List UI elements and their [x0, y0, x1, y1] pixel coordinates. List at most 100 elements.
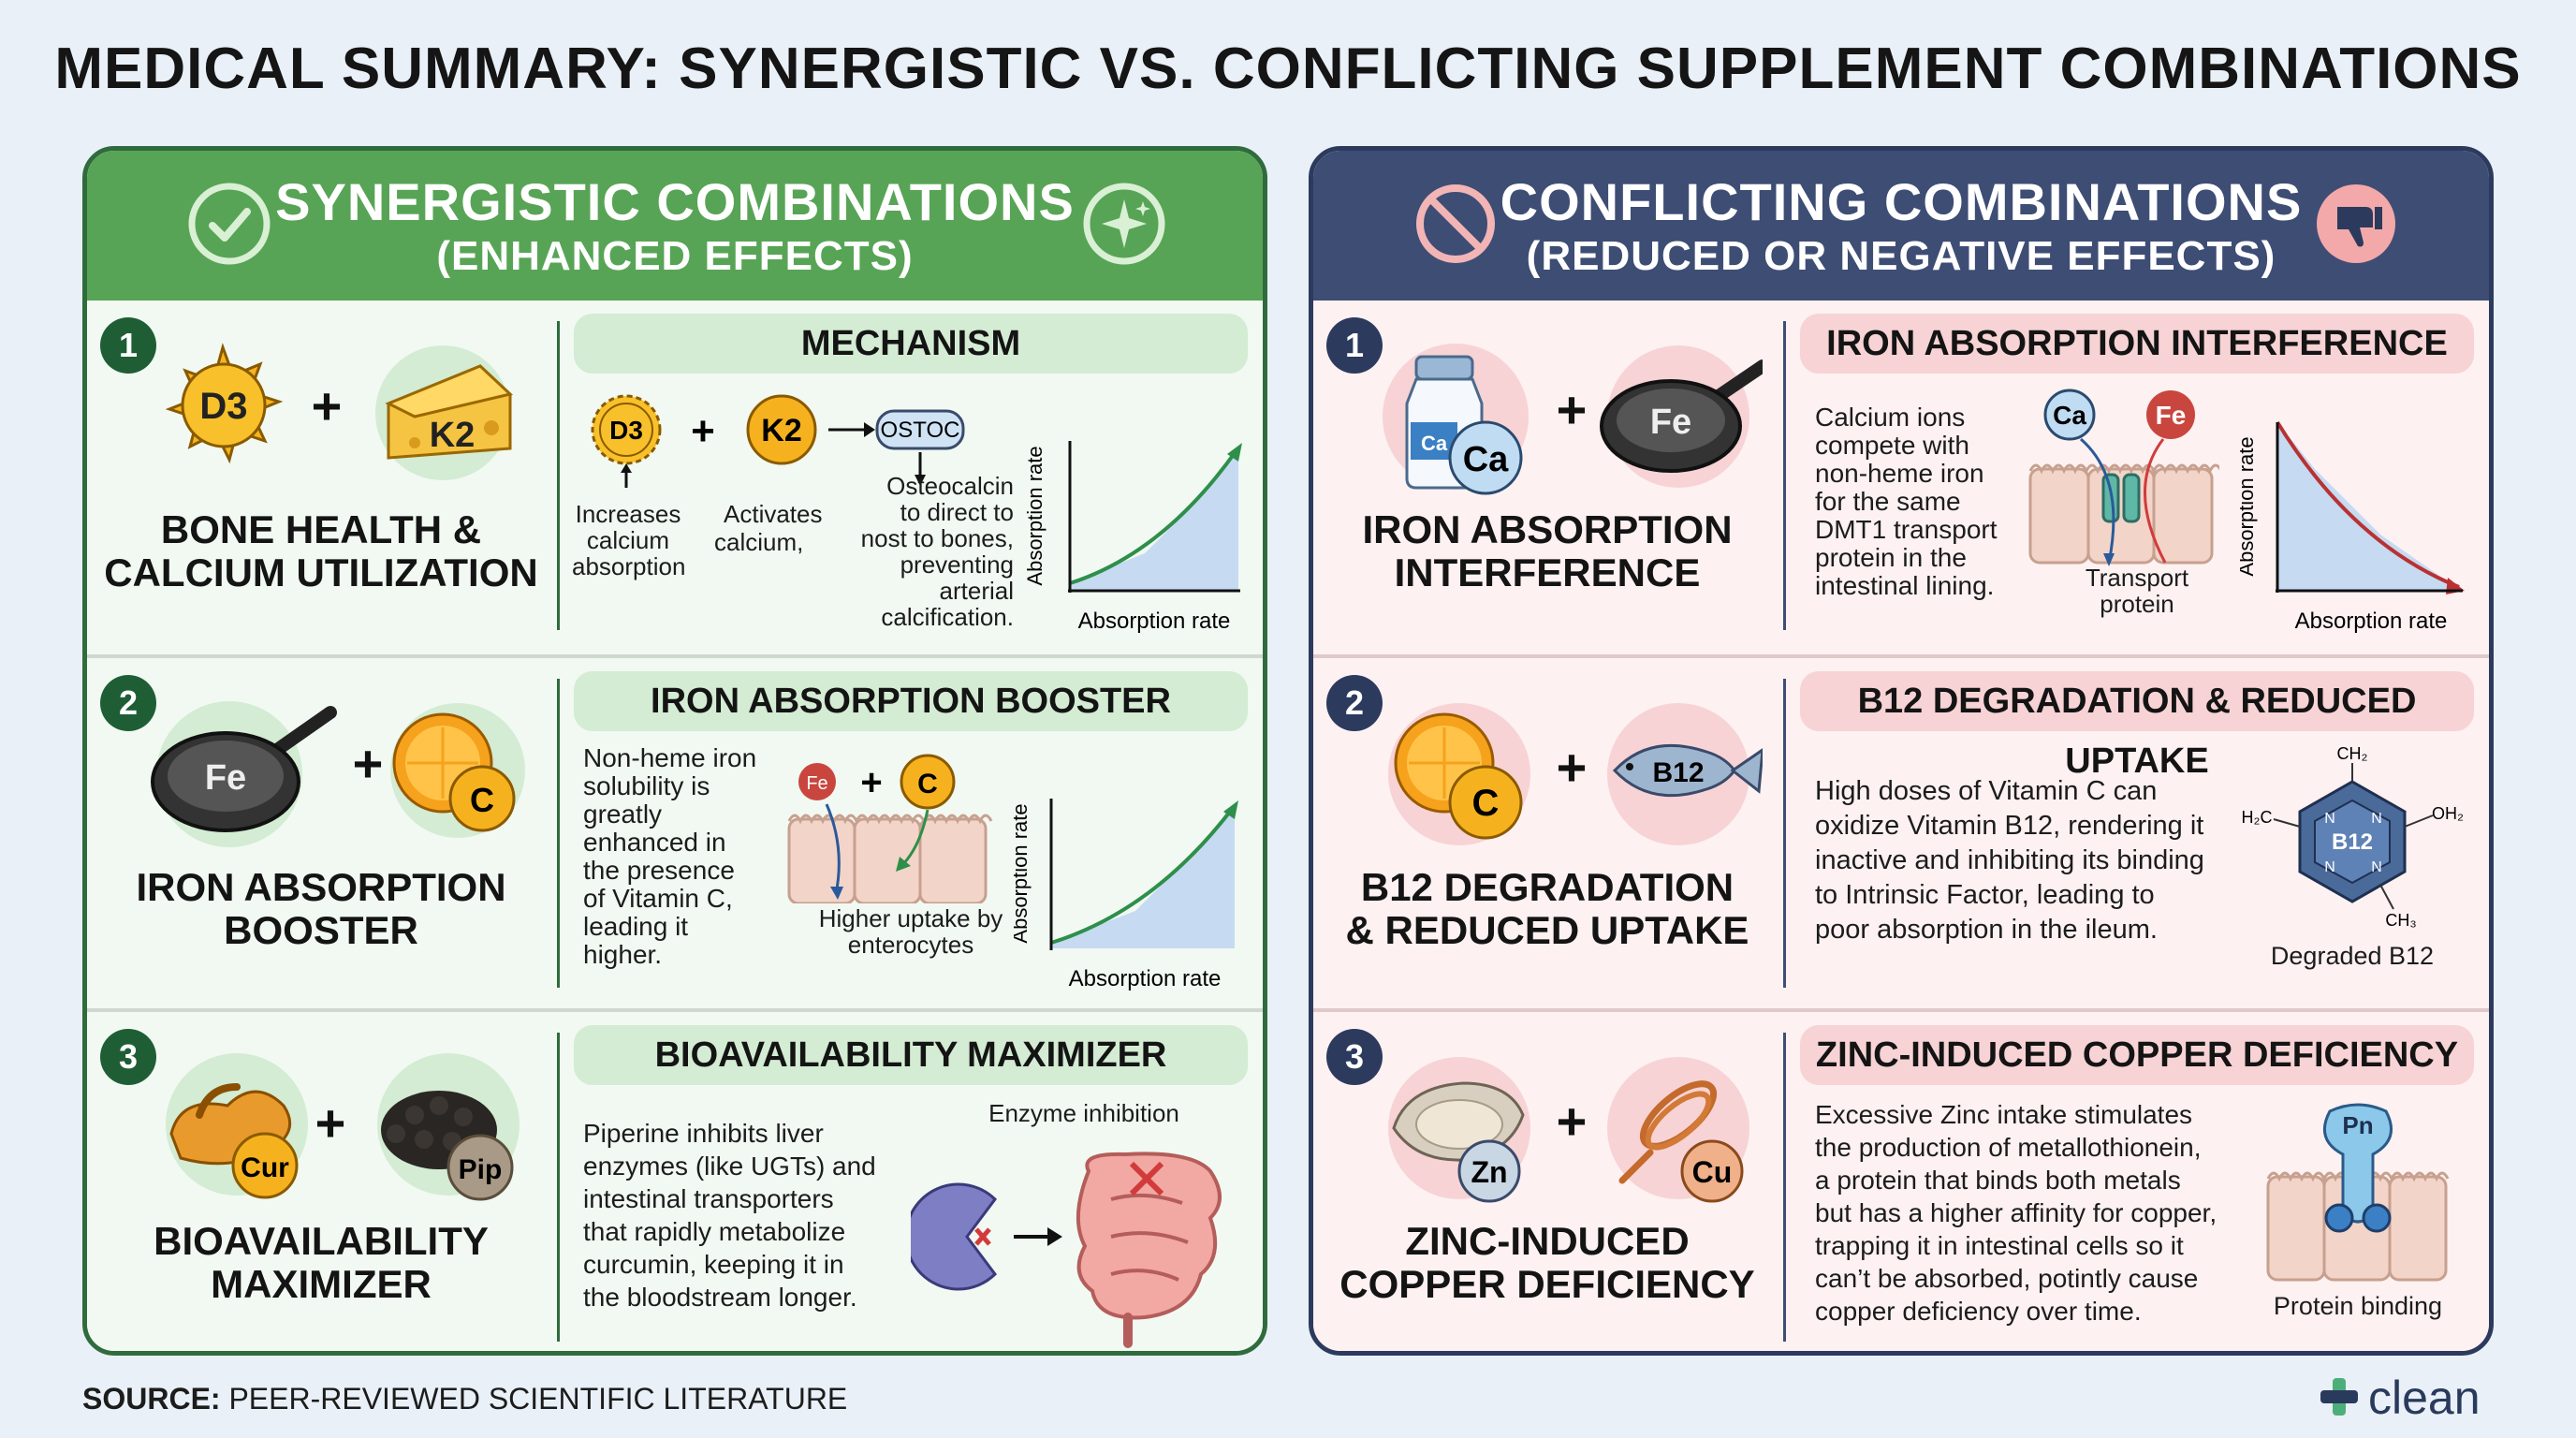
combo-label-line2: CALCIUM UTILIZATION: [104, 550, 538, 594]
clean-logo-icon: [2320, 1378, 2358, 1416]
fe-c-combo-icon: Fe + C: [151, 701, 525, 847]
d3-k2-combo-icon: D3 + K2: [165, 343, 514, 480]
svg-text:Absorption rate: Absorption rate: [1023, 446, 1046, 585]
row-number-badge: 1: [100, 317, 156, 374]
svg-text:Ca: Ca: [1421, 432, 1448, 455]
svg-text:B12: B12: [2332, 829, 2373, 855]
curcumin-piperine-combo-icon: Cur + Pip: [166, 1053, 520, 1201]
svg-text:N: N: [2324, 811, 2335, 827]
svg-text:+: +: [353, 734, 384, 793]
conflict-row-zinc-copper: 3 Zn + Cu ZINC-INDUCED COPPER DEFICIENCY…: [1313, 1008, 2489, 1351]
combo-label-line2: BOOSTER: [224, 908, 418, 952]
conflicting-header: CONFLICTING COMBINATIONS (REDUCED OR NEG…: [1313, 151, 2489, 301]
synergy-row-bioavailability: 3 Cur + Pip BIOAVAILABILITY MAXIMIZER: [87, 1008, 1263, 1351]
svg-text:B12: B12: [1652, 757, 1704, 788]
protein-binding-caption: Protein binding: [2273, 1292, 2443, 1320]
svg-text:Fe: Fe: [806, 773, 827, 794]
synergy-row-iron-booster: 2 Fe + C IRON ABSORPTION BOOSTER: [87, 654, 1263, 1008]
iron-booster-pill: IRON ABSORPTION BOOSTER: [574, 671, 1248, 731]
combo-label-line1: IRON ABSORPTION: [1362, 507, 1733, 551]
sparkle-icon: [1083, 183, 1165, 265]
sun-d3-icon: D3: [165, 343, 284, 464]
zinc-copper-pill: ZINC-INDUCED COPPER DEFICIENCY: [1800, 1025, 2474, 1085]
zn-cu-combo-icon: Zn + Cu: [1388, 1057, 1749, 1203]
svg-text:OH₂: OH₂: [2432, 804, 2464, 823]
transport-protein-diagram: Ca Fe: [2028, 389, 2219, 566]
prohibited-icon: [1416, 184, 1495, 263]
turmeric-root-icon: Cur: [166, 1053, 308, 1199]
svg-text:Fe: Fe: [2156, 401, 2187, 430]
svg-text:Pip: Pip: [459, 1154, 503, 1185]
intestine-icon: [1076, 1152, 1222, 1348]
svg-text:Fe: Fe: [205, 758, 246, 798]
bioavailability-pill: BIOAVAILABILITY MAXIMIZER: [574, 1025, 1248, 1085]
svg-text:D3: D3: [609, 416, 643, 445]
combo-label-line1: BIOAVAILABILITY: [154, 1219, 489, 1263]
svg-text:Cu: Cu: [1692, 1155, 1733, 1189]
svg-text:+: +: [1557, 380, 1588, 439]
black-pepper-icon: Pip: [377, 1053, 520, 1201]
svg-text:OSTOC: OSTOC: [881, 418, 960, 443]
combo-label-line2: & REDUCED UPTAKE: [1345, 908, 1749, 952]
combo-label-line2: INTERFERENCE: [1394, 550, 1701, 594]
row-number-badge: 3: [100, 1029, 156, 1085]
synergistic-subtitle: (ENHANCED EFFECTS): [436, 233, 914, 279]
source-text: PEER-REVIEWED SCIENTIFIC LITERATURE: [220, 1382, 848, 1416]
protein-binding-diagram: Pn: [2266, 1103, 2450, 1282]
svg-text:CH₃: CH₃: [2385, 911, 2416, 930]
svg-text:Cur: Cur: [241, 1152, 289, 1183]
svg-text:Absorption rate: Absorption rate: [1078, 609, 1231, 634]
combo-label-line1: IRON ABSORPTION: [136, 865, 506, 909]
orange-vitamin-c-icon: C: [390, 703, 525, 838]
enzyme-pacman-icon: [911, 1182, 997, 1291]
svg-text:H₂C: H₂C: [2242, 808, 2273, 827]
interference-pill: IRON ABSORPTION INTERFERENCE: [1800, 314, 2474, 374]
frying-pan-fe-icon: Fe: [1600, 345, 1763, 488]
copper-wire-icon: Cu: [1607, 1057, 1749, 1203]
svg-text:Absorption rate: Absorption rate: [2295, 609, 2448, 634]
source-label: SOURCE:: [82, 1382, 221, 1416]
enzyme-inhibition-caption: Enzyme inhibition: [988, 1099, 1179, 1127]
svg-text:+: +: [312, 376, 343, 435]
orange-vitamin-c-icon: C: [1388, 703, 1530, 845]
synergy-row-bone-health: 1 D3 + K2 BONE HEALTH & CALCIUM UTILIZAT…: [87, 301, 1263, 654]
combo-label-line1: B12 DEGRADATION: [1360, 865, 1734, 909]
conflict-row-iron-interference: 1 Ca Ca + Fe IRON ABSORPTION INTERFERENC…: [1313, 301, 2489, 654]
degraded-b12-caption: Degraded B12: [2270, 942, 2435, 970]
synergistic-header: SYNERGISTIC COMBINATIONS (ENHANCED EFFEC…: [87, 151, 1263, 301]
b12-molecule-diagram: B12 CH₂ H₂C OH₂ CH₃ N N N N: [2242, 744, 2465, 930]
svg-text:C: C: [917, 769, 938, 800]
c-b12-combo-icon: C + B12: [1388, 703, 1763, 845]
row-number-badge: 1: [1326, 317, 1383, 374]
mechanism-pill: MECHANISM: [574, 314, 1248, 374]
ca-fe-combo-icon: Ca Ca + Fe: [1383, 344, 1763, 495]
enterocyte-uptake-diagram: Fe + C: [787, 754, 993, 903]
svg-text:+: +: [860, 762, 882, 803]
svg-text:C: C: [470, 781, 494, 819]
svg-text:K2: K2: [761, 413, 801, 448]
synergistic-panel: SYNERGISTIC COMBINATIONS (ENHANCED EFFEC…: [82, 146, 1267, 1356]
thumbs-down-icon: [2317, 184, 2395, 263]
mechanism-flow-diagram: D3 + K2 OSTOC: [591, 394, 965, 488]
absorption-rate-chart-down: Absorption rate Absorption rate: [2240, 420, 2465, 634]
svg-text:Pn: Pn: [2342, 1111, 2373, 1139]
svg-text:CH₂: CH₂: [2337, 744, 2368, 763]
combo-label-line1: BONE HEALTH &: [160, 507, 482, 551]
svg-text:Fe: Fe: [1650, 403, 1691, 442]
svg-text:Ca: Ca: [1463, 440, 1509, 479]
check-circle-icon: [188, 183, 271, 265]
svg-text:K2: K2: [430, 416, 476, 455]
combo-label-line1: ZINC-INDUCED: [1405, 1219, 1690, 1263]
absorption-rate-chart-up: Absorption rate Absorption rate: [1014, 799, 1238, 991]
svg-text:+: +: [691, 408, 715, 454]
ostoc-box: OSTOC: [875, 409, 965, 450]
svg-text:C: C: [1472, 783, 1500, 824]
enzyme-inhibition-diagram: [911, 1152, 1222, 1348]
row-number-badge: 3: [1326, 1029, 1383, 1085]
cheese-k2-icon: K2: [375, 345, 514, 480]
